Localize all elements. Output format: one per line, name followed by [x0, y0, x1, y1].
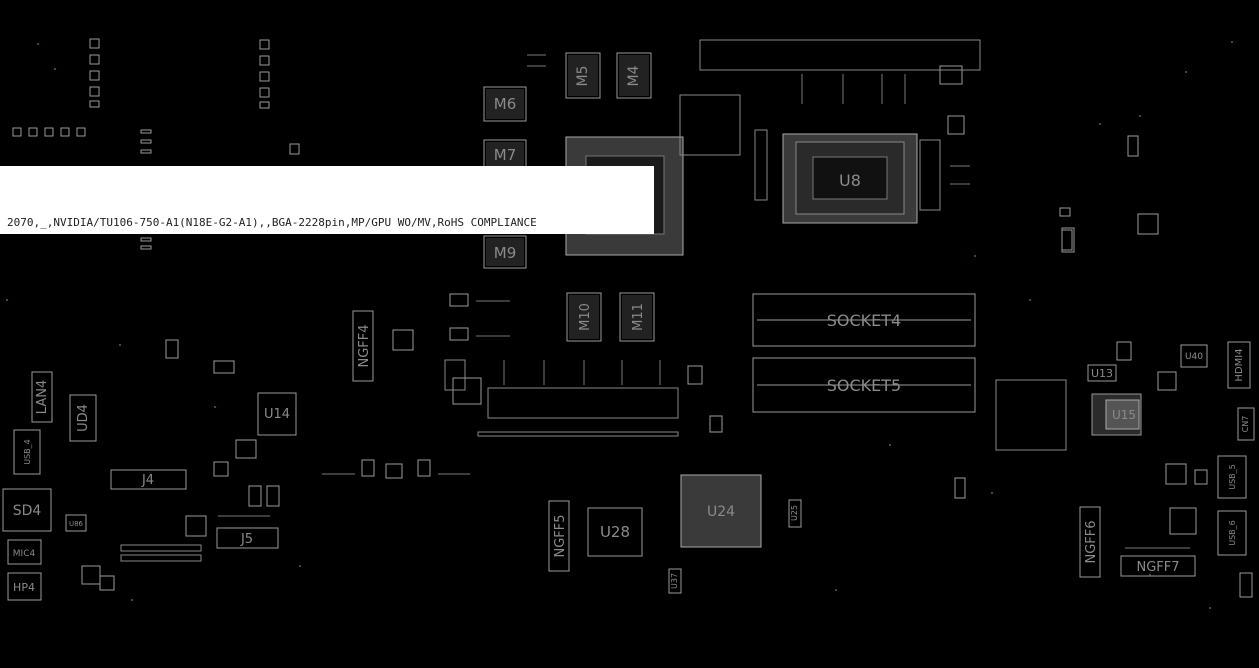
label-m7: M7 [494, 146, 517, 164]
label-m10: M10 [578, 303, 593, 331]
label-m11: M11 [631, 303, 646, 331]
label-u8: U8 [839, 171, 861, 190]
label-u86: U86 [69, 520, 84, 528]
ngff7[interactable] [1120, 555, 1196, 577]
pad-column-left [12, 38, 300, 250]
label-ud4: UD4 [76, 404, 91, 432]
label-ngff6: NGFF6 [1084, 520, 1099, 563]
label-j4: J4 [141, 473, 154, 488]
chip-u8[interactable] [782, 133, 918, 224]
chip-u28[interactable] [587, 507, 643, 557]
chip-m6[interactable] [483, 86, 527, 122]
label-cn7: CN7 [1241, 416, 1250, 433]
part-info-text: 2070,_,NVIDIA/TU106-750-A1(N18E-G2-A1),,… [7, 216, 537, 229]
chip-u13[interactable] [1087, 364, 1117, 382]
usb6-connector[interactable] [1217, 510, 1247, 556]
chip-u24[interactable] [680, 474, 762, 548]
label-socket5: SOCKET5 [827, 376, 901, 395]
label-u15: U15 [1112, 408, 1136, 422]
trace-lines [218, 54, 1190, 549]
j5-connector[interactable] [216, 527, 279, 549]
j4-connector[interactable] [110, 469, 187, 490]
label-socket4: SOCKET4 [827, 311, 901, 330]
chip-u86[interactable] [65, 514, 87, 532]
label-m5: M5 [575, 66, 591, 87]
label-hp4: HP4 [13, 581, 35, 594]
usb5-connector[interactable] [1217, 455, 1247, 499]
socket4[interactable] [752, 293, 976, 347]
small-components [81, 65, 1253, 598]
label-u37: U37 [670, 573, 679, 589]
label-u24: U24 [707, 504, 735, 520]
label-sd4: SD4 [13, 503, 42, 519]
hp4-jack[interactable] [7, 572, 42, 601]
lan4-connector[interactable] [31, 371, 53, 423]
ud4-connector[interactable] [69, 394, 97, 442]
chip-m4[interactable] [616, 52, 652, 99]
label-hdmi4: HDMI4 [1234, 348, 1245, 381]
chip-u40[interactable] [1180, 344, 1208, 368]
chip-m5[interactable] [565, 52, 601, 99]
ngff5[interactable] [548, 500, 570, 572]
ngff6[interactable] [1079, 506, 1101, 578]
sd4-slot[interactable] [2, 488, 52, 532]
chip-u37[interactable] [668, 568, 682, 594]
label-ngff7: NGFF7 [1136, 560, 1179, 575]
chip-m11[interactable] [619, 292, 655, 342]
resistor-arrays [120, 39, 1067, 562]
label-u28: U28 [600, 523, 630, 541]
socket5[interactable] [752, 357, 976, 413]
label-ngff4: NGFF4 [357, 324, 372, 367]
label-m4: M4 [626, 65, 642, 86]
cn7-connector[interactable] [1237, 407, 1255, 441]
ngff4[interactable] [352, 310, 374, 382]
chip-u15[interactable] [1091, 393, 1142, 436]
label-u25: U25 [790, 505, 799, 521]
label-usb4: USB_4 [23, 439, 32, 465]
chip-m10[interactable] [566, 292, 602, 342]
chip-u25[interactable] [788, 499, 802, 528]
chip-m9[interactable] [483, 235, 527, 269]
label-usb6: USB_6 [1228, 520, 1237, 546]
label-j5: J5 [240, 532, 253, 547]
label-mic4: MIC4 [13, 549, 36, 559]
dot-markers [6, 41, 1233, 609]
usb4-connector[interactable] [13, 429, 41, 475]
part-info-tooltip: 2070,_,NVIDIA/TU106-750-A1(N18E-G2-A1),,… [0, 166, 654, 234]
label-u13: U13 [1091, 367, 1113, 380]
chip-u14[interactable] [257, 392, 297, 436]
label-u14: U14 [264, 407, 290, 422]
label-ngff5: NGFF5 [553, 514, 568, 557]
mic4-jack[interactable] [7, 539, 42, 565]
label-u40: U40 [1185, 352, 1203, 362]
hdmi4-connector[interactable] [1227, 341, 1251, 389]
label-usb5: USB_5 [1228, 464, 1237, 490]
label-m6: M6 [494, 95, 517, 113]
label-m9: M9 [494, 244, 517, 262]
label-lan4: LAN4 [35, 380, 50, 414]
